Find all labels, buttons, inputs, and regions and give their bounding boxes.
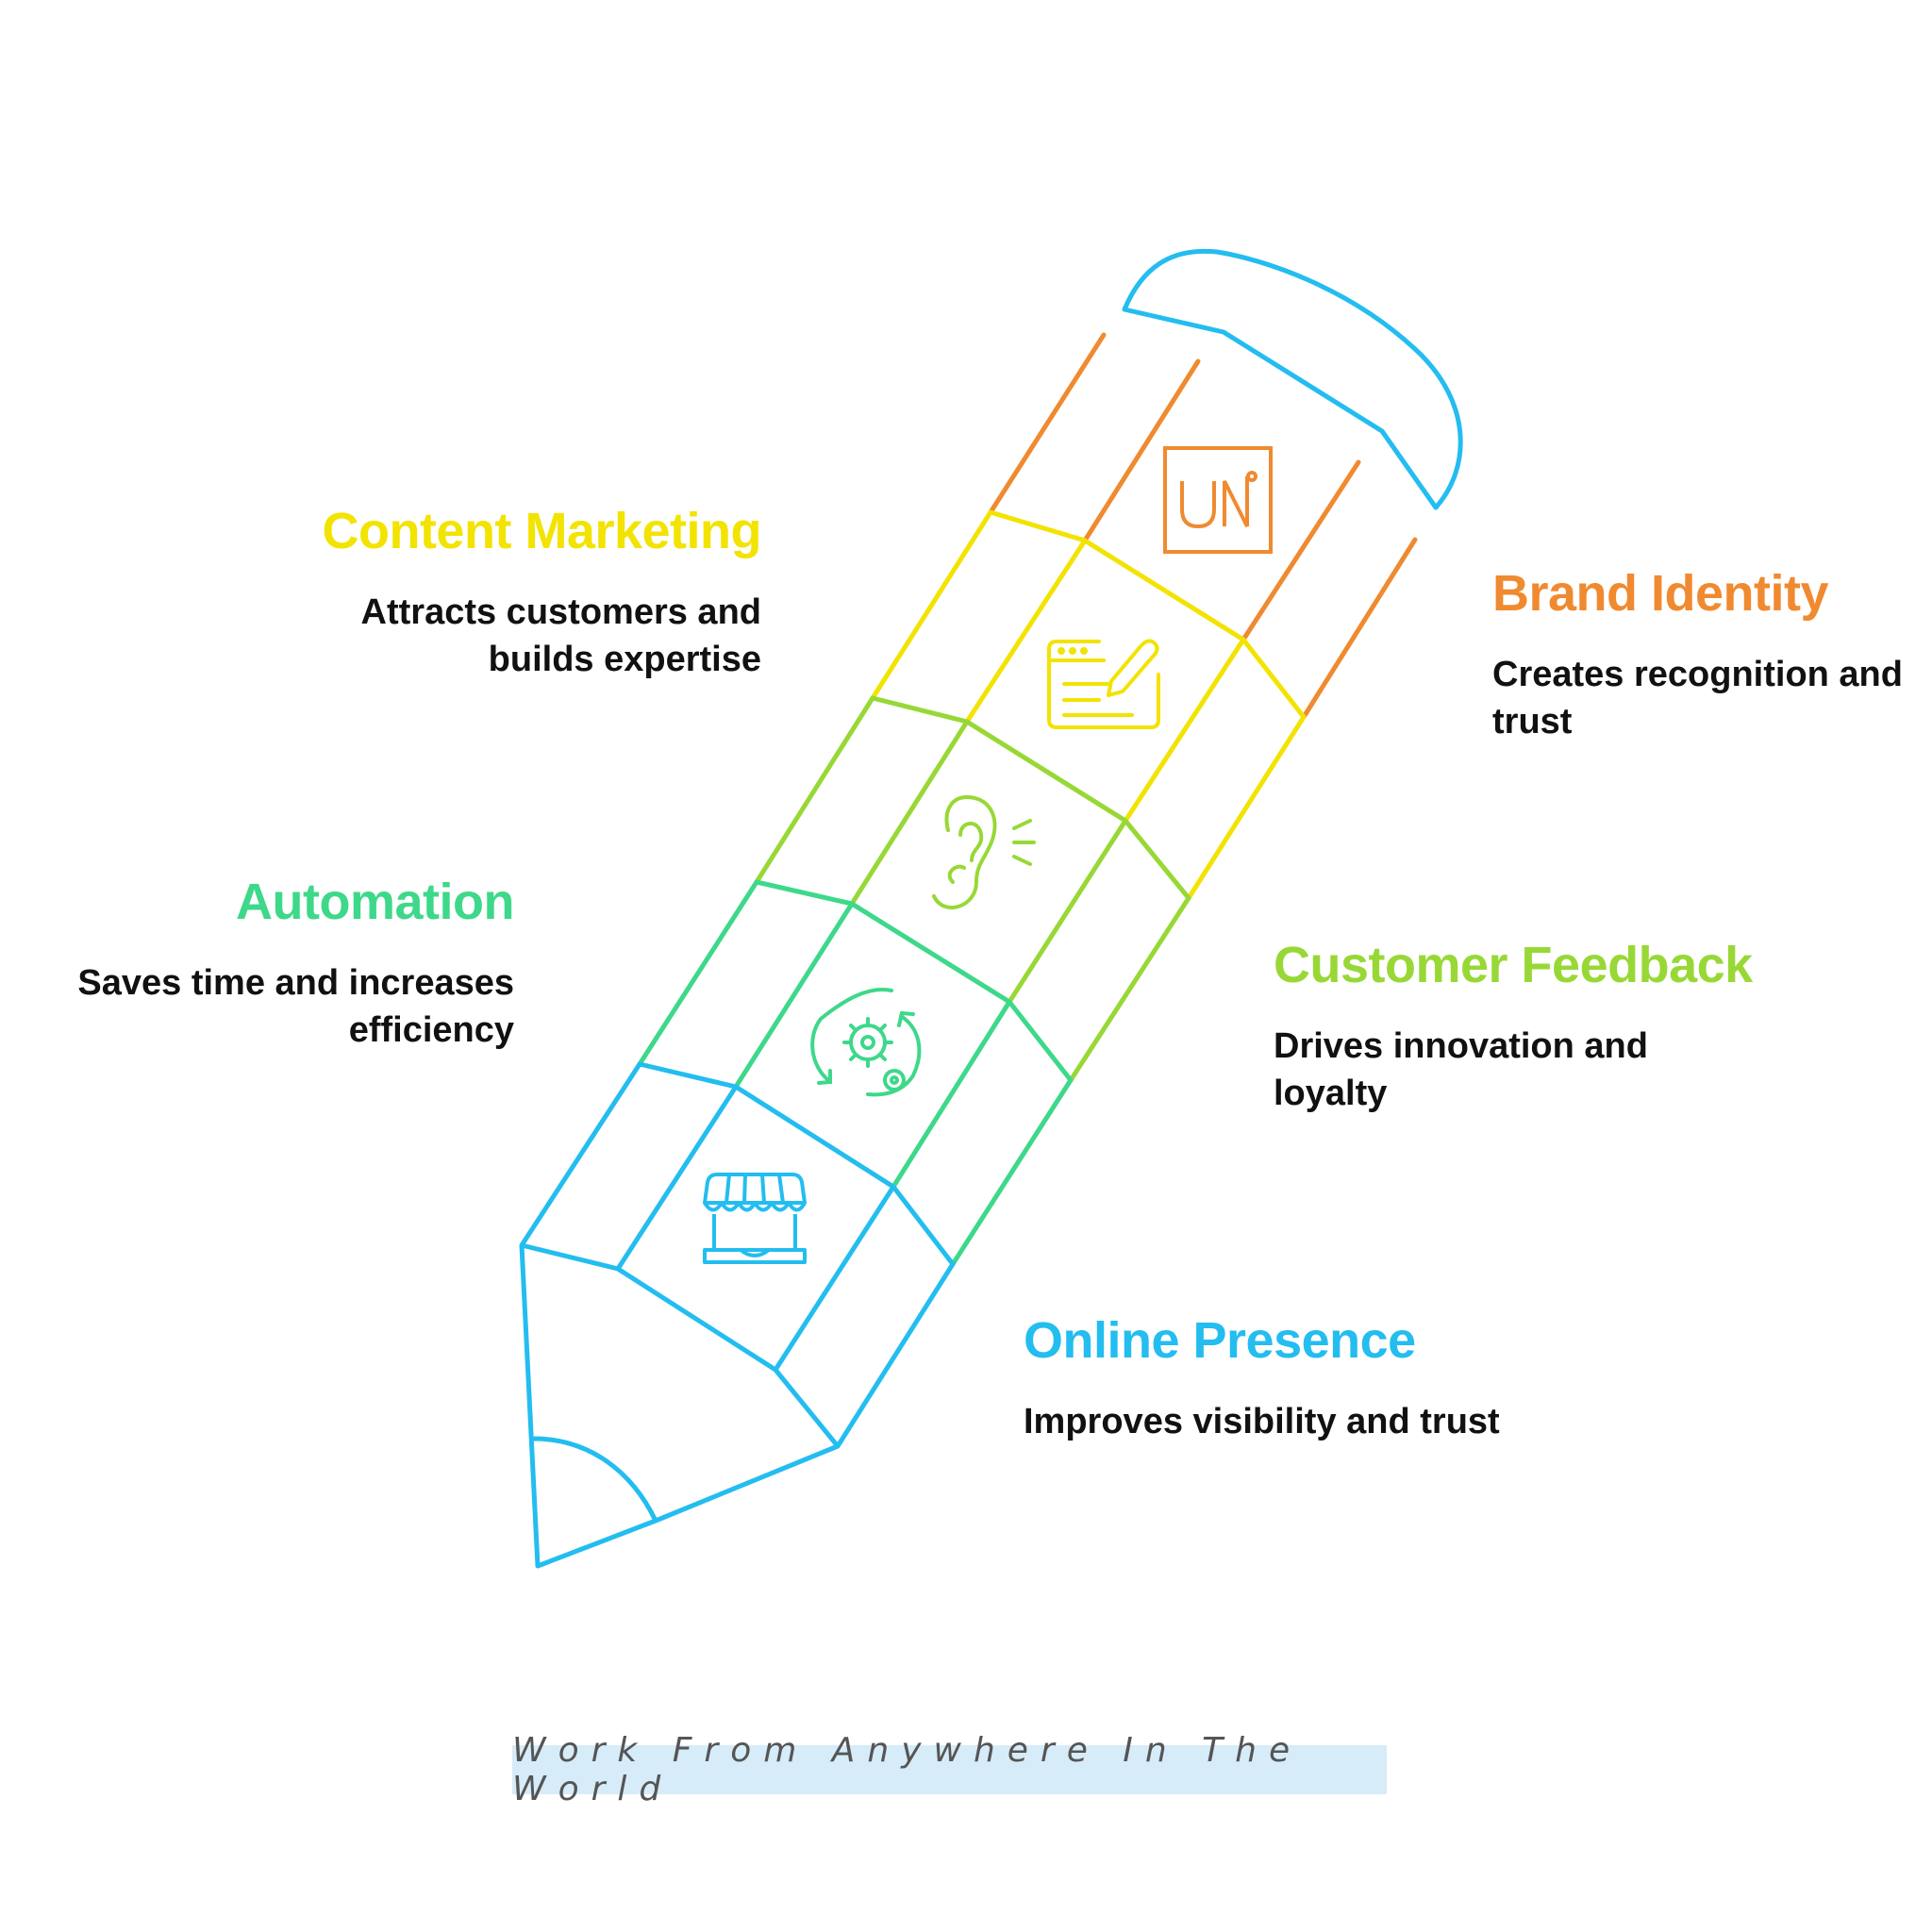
- brand-identity-desc-line2: trust: [1492, 702, 1573, 741]
- pencil-content-band: [870, 509, 1307, 901]
- online-presence-title: Online Presence: [1024, 1312, 1416, 1369]
- online-presence-desc-line1: Improves visibility and trust: [1024, 1402, 1500, 1441]
- pencil-eraser: [1122, 248, 1463, 510]
- customer-feedback-title: Customer Feedback: [1274, 937, 1753, 993]
- automation-desc-line1: Saves time and increases: [77, 963, 514, 1003]
- ear-listening-icon: [932, 794, 1036, 909]
- pencil-automation-band: [637, 879, 1074, 1267]
- web-edit-icon: [1047, 639, 1160, 729]
- content-marketing-title: Content Marketing: [322, 503, 761, 559]
- brand-identity-label: Brand Identity Creates recognition and t…: [1492, 564, 1926, 745]
- brand-identity-title: Brand Identity: [1492, 565, 1829, 622]
- pencil-brand-band: [988, 332, 1418, 720]
- logo-box-icon: [1163, 446, 1273, 554]
- pencil-online-band: [519, 1061, 956, 1569]
- automation-desc: Saves time and increases efficiency: [24, 959, 514, 1054]
- customer-feedback-desc-line1: Drives innovation and: [1274, 1026, 1648, 1066]
- content-marketing-label: Content Marketing Attracts customers and…: [271, 502, 761, 683]
- brand-identity-desc: Creates recognition and trust: [1492, 651, 1926, 745]
- automation-desc-line2: efficiency: [348, 1010, 514, 1050]
- footer-text: Work From Anywhere In The World: [512, 1731, 1303, 1808]
- gears-cycle-icon: [810, 988, 922, 1097]
- content-marketing-desc-line2: builds expertise: [488, 640, 761, 679]
- brand-identity-desc-line1: Creates recognition and: [1492, 655, 1903, 694]
- customer-feedback-desc-line2: loyalty: [1274, 1074, 1388, 1113]
- storefront-icon: [703, 1173, 807, 1264]
- pencil-feedback-band: [754, 695, 1191, 1083]
- customer-feedback-desc: Drives innovation and loyalty: [1274, 1023, 1802, 1117]
- content-marketing-desc: Attracts customers and builds expertise: [271, 589, 761, 683]
- automation-label: Automation Saves time and increases effi…: [24, 873, 514, 1054]
- content-marketing-desc-line1: Attracts customers and: [360, 592, 761, 632]
- online-presence-desc: Improves visibility and trust: [1024, 1398, 1552, 1445]
- customer-feedback-label: Customer Feedback Drives innovation and …: [1274, 936, 1802, 1117]
- footer-banner: Work From Anywhere In The World: [512, 1731, 1387, 1808]
- online-presence-label: Online Presence Improves visibility and …: [1024, 1311, 1552, 1445]
- automation-title: Automation: [236, 874, 514, 930]
